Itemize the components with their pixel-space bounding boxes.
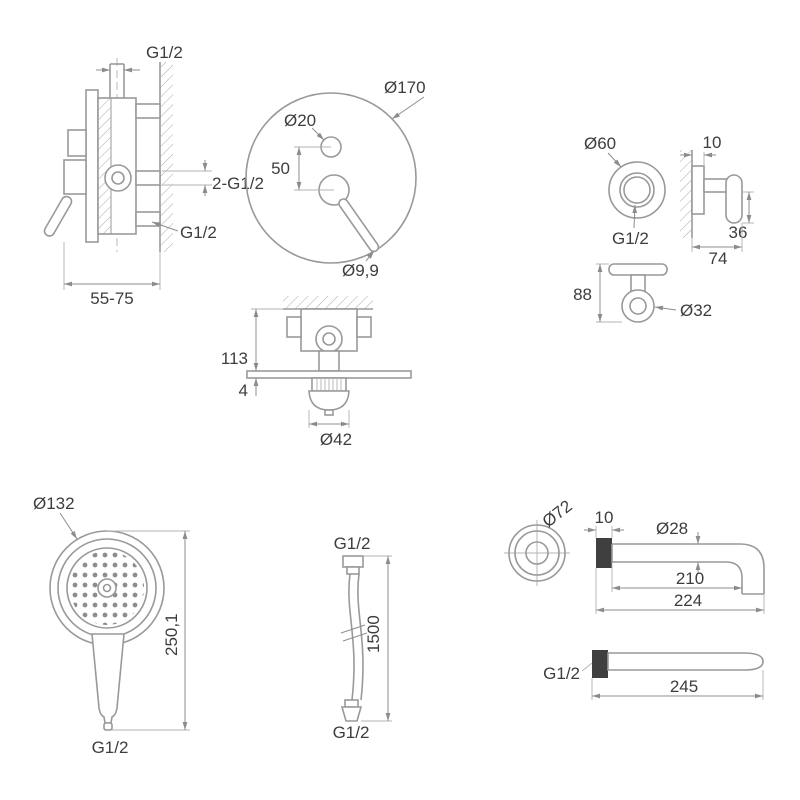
wall-hatch [160,62,173,252]
valve-neck [318,350,340,372]
view-concealed-mixer-mounted: 113 4 Ø42 [221,296,412,449]
dim-plate-dia-label: Ø170 [384,78,426,97]
dim-holder-depth-label: 74 [709,249,728,268]
cartridge [104,164,132,192]
dim-ring-dia-label: Ø60 [584,134,616,153]
mid-port [135,170,161,186]
dim-straight-length-label: 245 [670,677,698,696]
dim-plate-thickness-label: 4 [239,381,248,400]
dim-reach-inner-label: 210 [676,569,704,588]
dim-head-dia-label: Ø132 [33,494,75,513]
dim-handshower-length-label: 250,1 [162,613,181,656]
dim-body-height-label: 113 [221,349,248,368]
handle-hub [63,159,87,195]
hose-nut-top [342,555,364,568]
valve-port-right [356,316,372,338]
dim-bottom-thread-label: G1/2 [180,223,217,242]
dim-hose-top-thread-label: G1/2 [334,534,371,553]
holder-wall-hatch [680,150,692,238]
dim-hook-drop-label: 36 [729,223,748,242]
dim-base-dia-label: Ø42 [320,430,352,449]
body-section-hatch [97,97,112,235]
dim-hose-bottom-thread-label: G1/2 [333,723,370,742]
plate-edge [246,370,412,379]
handle-nub [103,722,113,731]
dim-handshower-thread-label: G1/2 [92,738,129,757]
base-dome [308,390,350,411]
holder-plate-bottom [608,263,668,276]
hose-cone-bottom [340,706,363,722]
dim-button-offset-label: 50 [271,159,290,178]
dim-tube-dia-label: Ø28 [656,519,688,538]
base-tip [324,409,334,416]
top-port [135,103,161,119]
ceiling-hatch [283,296,373,309]
shower-handle [91,633,125,724]
wall-anchor-top [596,538,612,568]
dim-hose-length-label: 1500 [364,615,383,653]
trim-plate [85,89,99,243]
holder-escutcheon [691,165,705,215]
plate-circle [245,92,417,264]
dim-holder-height-label: 88 [573,285,592,304]
thread-lines [316,379,342,390]
dim-lever-dia-label: Ø9,9 [342,261,379,280]
lever-stick [338,198,380,253]
spout-flange [508,524,566,582]
dim-hook-dia-label: Ø32 [680,301,712,320]
view-hose: G1/2 G1/2 1500 [333,534,392,742]
diverter-knob [67,129,87,157]
hose-collar-top [346,566,360,575]
lever [43,195,73,237]
hose-collar-bottom [344,699,359,708]
dim-holder-thread-label: G1/2 [612,229,649,248]
holder-ring-outer [608,161,666,219]
holder-hook-side [725,174,743,224]
dim-button-dia-label: Ø20 [284,111,316,130]
hose-curve [348,573,355,701]
wall-anchor-bottom [592,650,608,678]
valve-port-left [286,316,302,338]
spout-tube-outer [612,543,765,594]
spray-mode-button [97,578,117,598]
holder-hook-ring [621,289,655,323]
dim-spout-thread-label: G1/2 [543,664,580,683]
view-spouts: Ø72 10 Ø28 210 224 G1/2 245 [504,496,765,700]
dim-mount-depth-label: 55-75 [90,289,133,308]
valve-center [315,325,343,353]
dim-spout-offset-label: 10 [595,508,614,527]
dim-side-ports-label: 2-G1/2 [212,174,264,193]
break-mark [340,624,366,634]
view-plate-front: Ø170 Ø20 50 Ø9,9 [245,78,426,280]
view-holder: Ø60 G1/2 10 36 74 88 Ø32 [573,133,754,323]
dim-holder-offset-label: 10 [703,133,722,152]
spout-tube-inner [612,561,743,594]
dim-top-thread-label: G1/2 [146,43,183,62]
view-handshower: Ø132 250,1 G1/2 [33,494,190,757]
straight-spout-tube [607,652,764,671]
view-concealed-mixer-side: G1/2 2-G1/2 G1/2 55-75 [43,43,264,308]
dim-reach-outer-label: 224 [674,591,702,610]
